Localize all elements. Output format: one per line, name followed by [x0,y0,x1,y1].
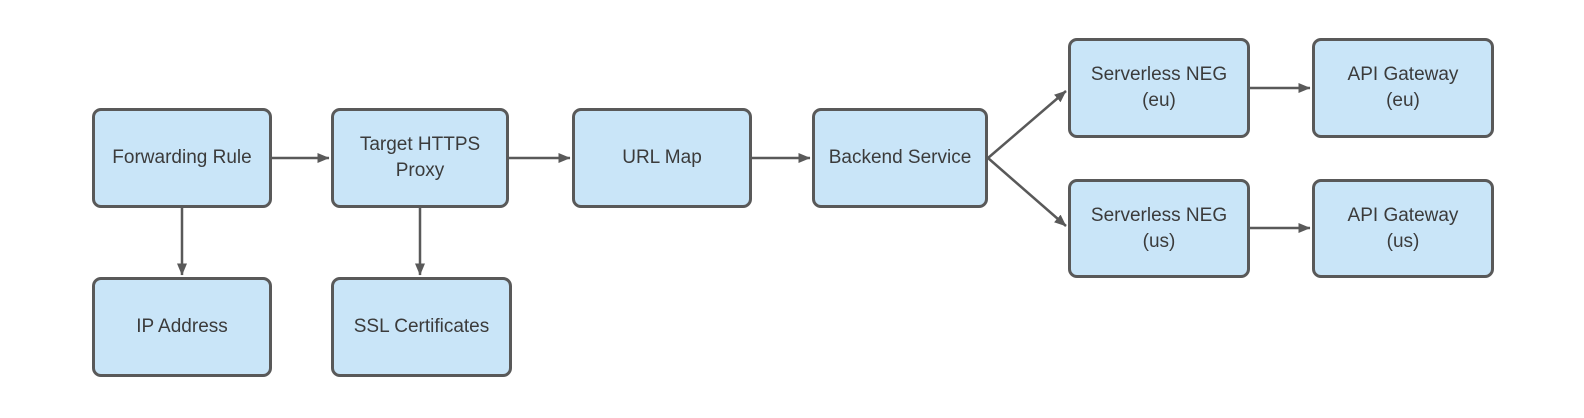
node-api-gateway-us: API Gateway (us) [1312,179,1494,278]
node-serverless-neg-us: Serverless NEG (us) [1068,179,1250,278]
node-label: Serverless NEG [1090,204,1228,226]
node-label-line2: Proxy [395,160,445,181]
node-label: Serverless NEG [1090,64,1228,85]
node-label: URL Map [622,147,702,168]
node-label: Target HTTPS [359,134,481,155]
node-ssl-certificates: SSL Certificates [331,277,512,377]
node-ip-address: IP Address [92,277,272,377]
node-label-line2: (eu) [1386,90,1420,111]
node-backend-service: Backend Service [812,108,988,208]
node-forwarding-rule: Forwarding Rule [92,108,272,208]
arrow-backend-service-to-serverless-neg-eu [987,90,1067,159]
node-label-line2: (us) [1386,230,1420,252]
node-label: Backend Service [828,147,972,168]
node-label: API Gateway [1347,64,1459,85]
node-url-map: URL Map [572,108,752,208]
node-label: SSL Certificates [353,316,490,337]
node-api-gateway-eu: API Gateway (eu) [1312,38,1494,138]
node-target-https-proxy: Target HTTPS Proxy [331,108,509,208]
node-serverless-neg-eu: Serverless NEG (eu) [1068,38,1250,138]
node-label-line2: (eu) [1142,90,1176,111]
node-label-line2: (us) [1142,230,1176,252]
node-label: API Gateway [1347,204,1459,226]
node-label: Forwarding Rule [112,147,252,168]
arrow-backend-service-to-serverless-neg-us [987,157,1067,227]
node-label: IP Address [136,316,228,337]
